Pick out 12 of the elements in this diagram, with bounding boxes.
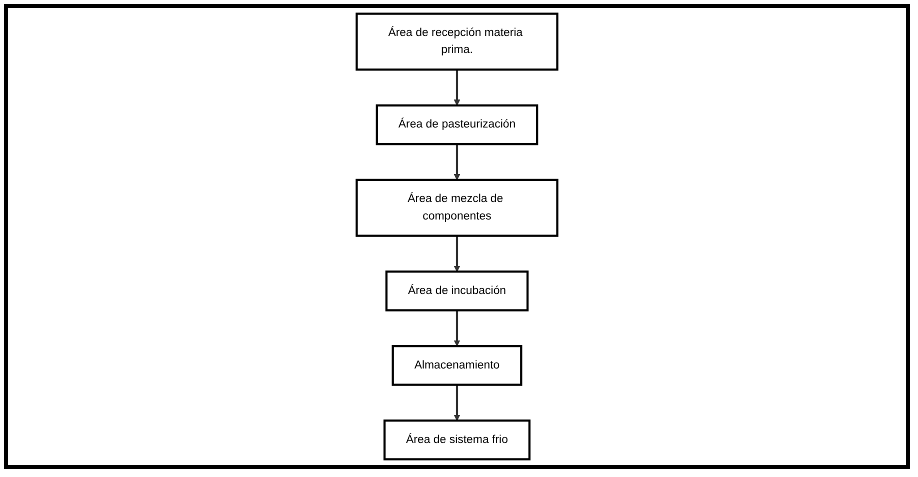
arrow [454, 144, 460, 180]
node-box [356, 178, 558, 237]
node-box [385, 270, 529, 312]
node-box [392, 345, 522, 386]
arrow [454, 384, 460, 421]
arrow [454, 70, 460, 106]
node-box [383, 420, 531, 460]
arrow [454, 236, 460, 272]
node-box [376, 104, 538, 146]
node-box [356, 12, 558, 71]
diagram-frame: Área de recepción materia prima. Área de pasteurización Área de mezcla de componentes Área de incubación Almacenamiento Área de sistema frio [4, 4, 910, 469]
arrow [454, 310, 460, 346]
